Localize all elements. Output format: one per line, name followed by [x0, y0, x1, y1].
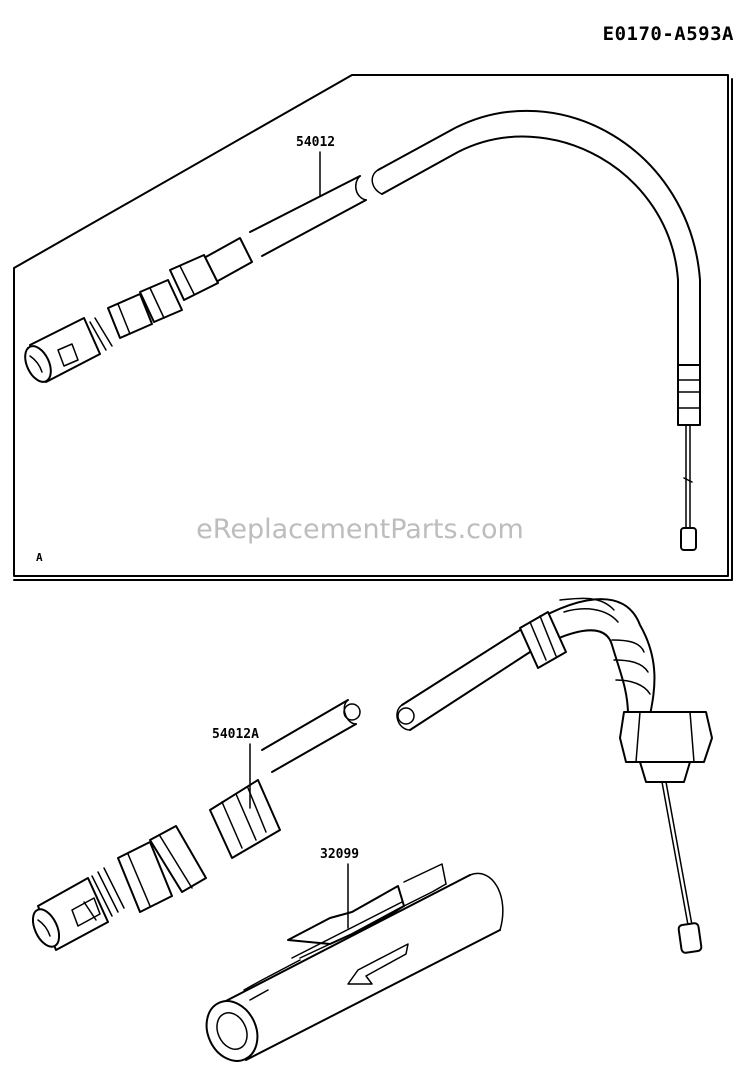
cable-54012[interactable] [20, 109, 701, 551]
cable-54012a[interactable] [28, 597, 713, 954]
label-32099[interactable]: 32099 [320, 847, 359, 862]
label-54012[interactable]: 54012 [296, 135, 335, 150]
watermark: eReplacementParts.com [196, 514, 524, 545]
inset-frame-a [13, 74, 733, 581]
holder-32099[interactable] [197, 863, 504, 1069]
label-54012a[interactable]: 54012A [212, 727, 259, 742]
view-label: A [36, 551, 43, 564]
diagram-id: E0170-A593A [603, 23, 734, 45]
